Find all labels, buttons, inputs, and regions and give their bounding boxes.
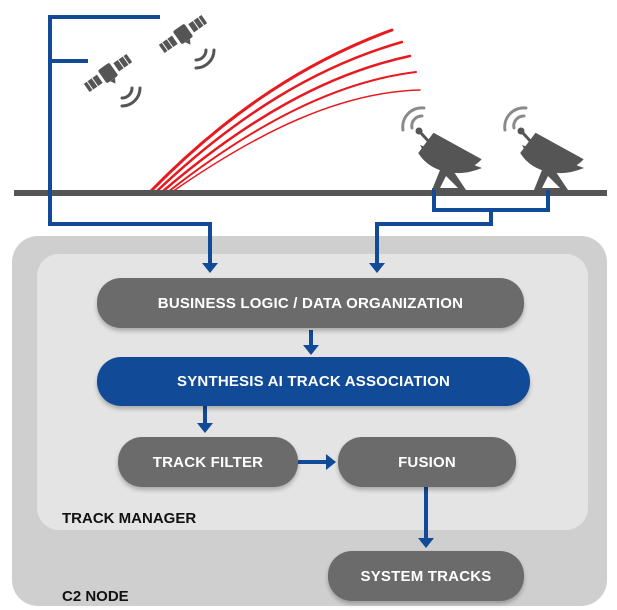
missile-trajectory	[148, 28, 421, 194]
track-filter-label: TRACK FILTER	[152, 453, 264, 471]
signal-waves	[401, 106, 426, 132]
arrow-to-business-logic-left	[202, 263, 218, 273]
satellite-icon	[158, 14, 208, 54]
satellite-connector	[48, 15, 212, 265]
radar-dish-icon	[517, 127, 584, 190]
fusion-node: FUSION	[338, 437, 516, 487]
radar-connector	[375, 188, 550, 265]
system-tracks-label: SYSTEM TRACKS	[360, 567, 492, 585]
arrow-to-track-filter	[197, 423, 213, 433]
track-manager-label: TRACK MANAGER	[62, 510, 197, 527]
signal-waves	[194, 48, 216, 70]
signal-waves	[120, 86, 142, 108]
signal-waves	[503, 106, 528, 132]
fusion-label: FUSION	[398, 453, 456, 471]
arrow-to-business-logic-right	[369, 263, 385, 273]
arrow-to-fusion	[326, 454, 336, 470]
business-logic-node: BUSINESS LOGIC / DATA ORGANIZATION	[97, 278, 524, 328]
radar-dish-icon	[415, 127, 482, 190]
c2-node-label: C2 NODE	[62, 588, 129, 605]
synthesis-ai-node: SYNTHESIS AI TRACK ASSOCIATION	[97, 357, 530, 406]
satellite-icon	[83, 53, 133, 93]
flow-connector	[203, 330, 428, 538]
horizon-line	[14, 190, 607, 196]
track-filter-node: TRACK FILTER	[118, 437, 298, 487]
business-logic-label: BUSINESS LOGIC / DATA ORGANIZATION	[157, 294, 464, 312]
system-tracks-node: SYSTEM TRACKS	[328, 551, 524, 601]
arrow-to-system-tracks	[418, 538, 434, 548]
synthesis-ai-label: SYNTHESIS AI TRACK ASSOCIATION	[177, 373, 450, 390]
arrow-to-synthesis	[303, 345, 319, 355]
